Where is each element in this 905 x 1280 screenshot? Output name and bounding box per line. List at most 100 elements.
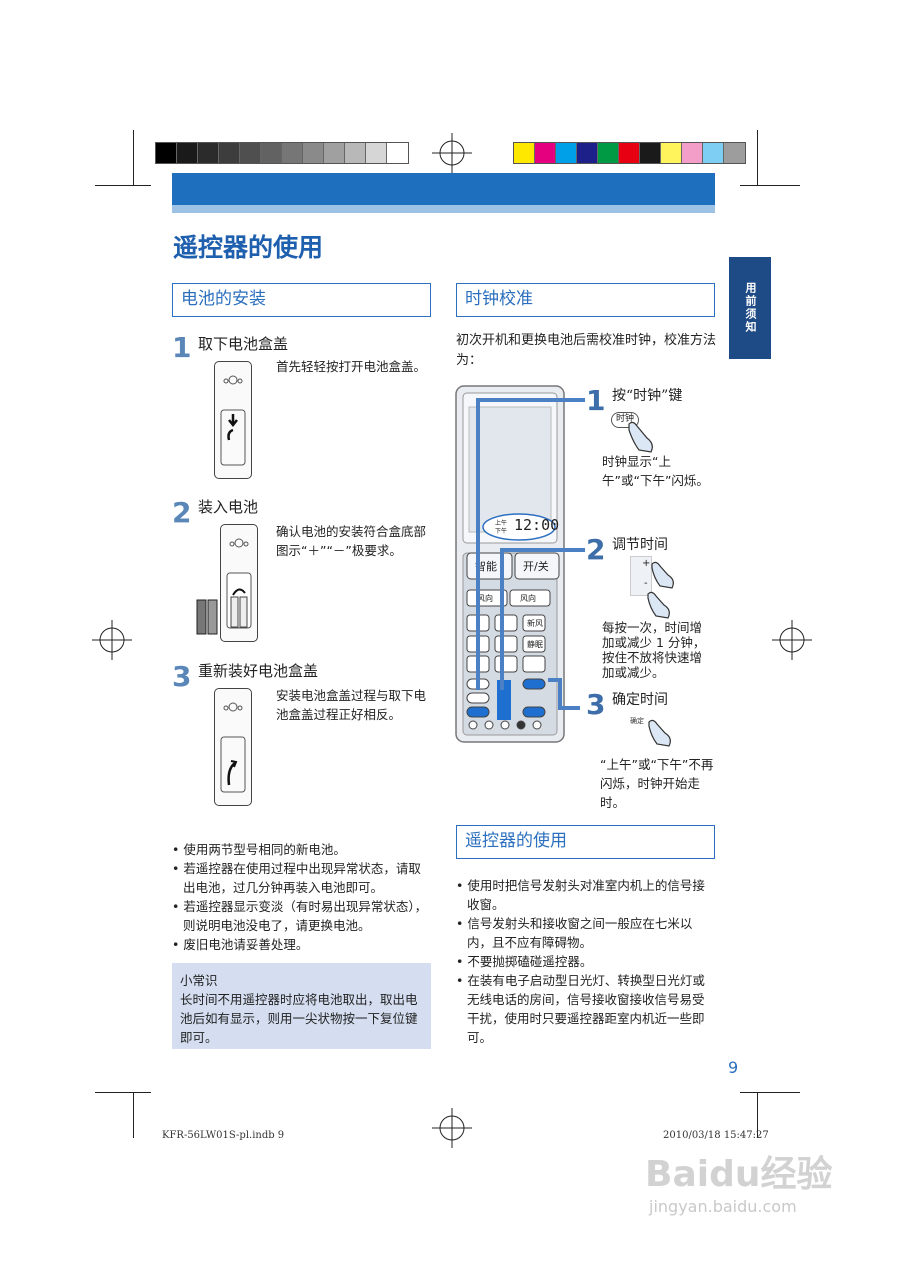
- list-item: • 使用时把信号发射头对准室内机上的信号接收窗。: [456, 878, 705, 912]
- remote-am-label: 上午: [495, 520, 508, 527]
- usage-notes: • 使用时把信号发射头对准室内机上的信号接收窗。 • 信号发射头和接收窗之间一般…: [456, 876, 716, 1047]
- crop-mark: [740, 185, 800, 186]
- fresh-air-button[interactable]: 新风: [527, 619, 543, 628]
- section-battery-heading: 电池的安装: [172, 283, 431, 317]
- tip-text: 长时间不用遥控器时应将电池取出，取出电池后如有显示，则用一尖状物按一下复位键即可…: [180, 992, 418, 1045]
- registration-mark-icon: [432, 133, 472, 173]
- wind-direction-right-button[interactable]: 风向: [520, 594, 536, 603]
- crop-mark: [133, 1092, 134, 1138]
- swatch: [535, 143, 556, 163]
- connector-lines: [476, 398, 585, 710]
- process-color-bar: [513, 142, 746, 164]
- swatch: [724, 143, 745, 163]
- step-description: 时钟显示“上午”或“下午”闪烁。: [602, 454, 709, 488]
- adjust-buttons-panel: [630, 556, 652, 596]
- step-description: “上午”或“下午”不再闪烁，时钟开始走时。: [600, 757, 714, 810]
- step-number: 1: [172, 331, 192, 364]
- step-description: 安装电池盒盖过程与取下电池盒盖过程正好相反。: [276, 688, 427, 722]
- header-band: [172, 173, 715, 205]
- pressing-finger-icon: [647, 591, 670, 619]
- swatch: [366, 143, 387, 163]
- remote-cover-illustration: [214, 688, 252, 806]
- page-title: 遥控器的使用: [173, 233, 324, 262]
- list-item: • 废旧电池请妥善处理。: [172, 937, 309, 952]
- step-description: 每按一次，时间增加或减少 1 分钟，按住不放将快速增加或减少。: [602, 620, 706, 680]
- swatch: [682, 143, 703, 163]
- step-title: 重新装好电池盒盖: [198, 662, 319, 680]
- swatch: [514, 143, 535, 163]
- grayscale-color-bar: [155, 142, 409, 164]
- battery-notes: • 使用两节型号相同的新电池。 • 若遥控器在使用过程中出现异常状态，请取出电池…: [172, 840, 431, 954]
- list-item: • 在装有电子启动型日光灯、转换型日光灯或无线电话的房间，信号接收窗接收信号易受…: [456, 973, 705, 1045]
- registration-mark-icon: [432, 1108, 472, 1148]
- swatch: [387, 143, 408, 163]
- step-title: 按“时钟”键: [612, 388, 683, 404]
- confirm-button[interactable]: 确定: [630, 717, 644, 725]
- page-number: 9: [728, 1058, 739, 1077]
- watermark: Baidu经验 jingyan.baidu.com: [645, 1145, 832, 1216]
- clock-intro: 初次开机和更换电池后需校准时钟，校准方法为：: [456, 333, 717, 368]
- smart-button[interactable]: 智能: [475, 560, 497, 573]
- step-number: 3: [586, 688, 606, 721]
- swatch: [661, 143, 682, 163]
- registration-mark-icon: [92, 620, 132, 660]
- list-item: • 不要抛掷磕碰遥控器。: [456, 954, 593, 969]
- step-number: 1: [586, 384, 606, 417]
- remote-control-illustration: 上午 下午 12:00 智能 开/关 风向 风向 新风 静眠: [455, 385, 565, 743]
- swatch: [261, 143, 282, 163]
- battery-icon: [196, 599, 218, 635]
- crop-mark: [757, 130, 758, 186]
- swatch: [703, 143, 724, 163]
- pressing-finger-icon: [651, 561, 674, 589]
- swatch: [324, 143, 345, 163]
- list-item: • 若遥控器显示变淡（有时易出现异常状态），则说明电池没电了，请更换电池。: [172, 899, 428, 933]
- tip-title: 小常识: [180, 973, 218, 988]
- swatch: [156, 143, 177, 163]
- header-band-light: [172, 205, 715, 213]
- swatch: [556, 143, 577, 163]
- swatch: [177, 143, 198, 163]
- list-item: • 若遥控器在使用过程中出现异常状态，请取出电池，过几分钟再装入电池即可。: [172, 861, 421, 895]
- swatch: [219, 143, 240, 163]
- remote-pm-label: 下午: [495, 528, 508, 535]
- crop-mark: [757, 1092, 758, 1138]
- step-title: 确定时间: [612, 692, 668, 708]
- step-title: 取下电池盒盖: [198, 335, 289, 353]
- step-title: 装入电池: [198, 498, 259, 516]
- wind-direction-left-button[interactable]: 风向: [477, 594, 493, 603]
- crop-mark: [95, 185, 151, 186]
- crop-mark: [740, 1092, 800, 1093]
- footer-filename: KFR-56LW01S-pl.indb 9: [162, 1130, 285, 1141]
- tip-box: 小常识 长时间不用遥控器时应将电池取出，取出电池后如有显示，则用一尖状物按一下复…: [172, 963, 431, 1049]
- minus-button[interactable]: -: [644, 578, 648, 589]
- power-button[interactable]: 开/关: [523, 560, 549, 573]
- pressing-finger-icon: [648, 719, 671, 747]
- swatch: [619, 143, 640, 163]
- remote-battery-illustration: [220, 524, 258, 642]
- watermark-brand: Baidu经验: [645, 1154, 833, 1195]
- footer-timestamp: 2010/03/18 15:47:27: [663, 1130, 769, 1141]
- section-clock-heading: 时钟校准: [456, 283, 715, 317]
- clock-button[interactable]: 时钟: [611, 412, 639, 428]
- step-description: 确认电池的安装符合盒底部图示“＋”“－”极要求。: [276, 524, 427, 558]
- crop-mark: [133, 130, 134, 186]
- swatch: [577, 143, 598, 163]
- crop-mark: [95, 1092, 151, 1093]
- swatch: [303, 143, 324, 163]
- step-number: 2: [172, 496, 192, 529]
- step-number: 3: [172, 660, 192, 693]
- swatch: [240, 143, 261, 163]
- sleep-button[interactable]: 静眠: [527, 640, 543, 649]
- list-item: • 使用两节型号相同的新电池。: [172, 842, 346, 857]
- swatch: [640, 143, 661, 163]
- step-title: 调节时间: [612, 537, 668, 553]
- step-description: 首先轻轻按打开电池盒盖。: [276, 359, 427, 374]
- swatch: [598, 143, 619, 163]
- pressing-finger-icon: [628, 421, 653, 453]
- plus-button[interactable]: +: [642, 558, 651, 569]
- section-usage-heading: 遥控器的使用: [456, 825, 715, 859]
- swatch: [282, 143, 303, 163]
- remote-back-illustration: [214, 361, 252, 479]
- swatch: [198, 143, 219, 163]
- watermark-url: jingyan.baidu.com: [649, 1197, 797, 1216]
